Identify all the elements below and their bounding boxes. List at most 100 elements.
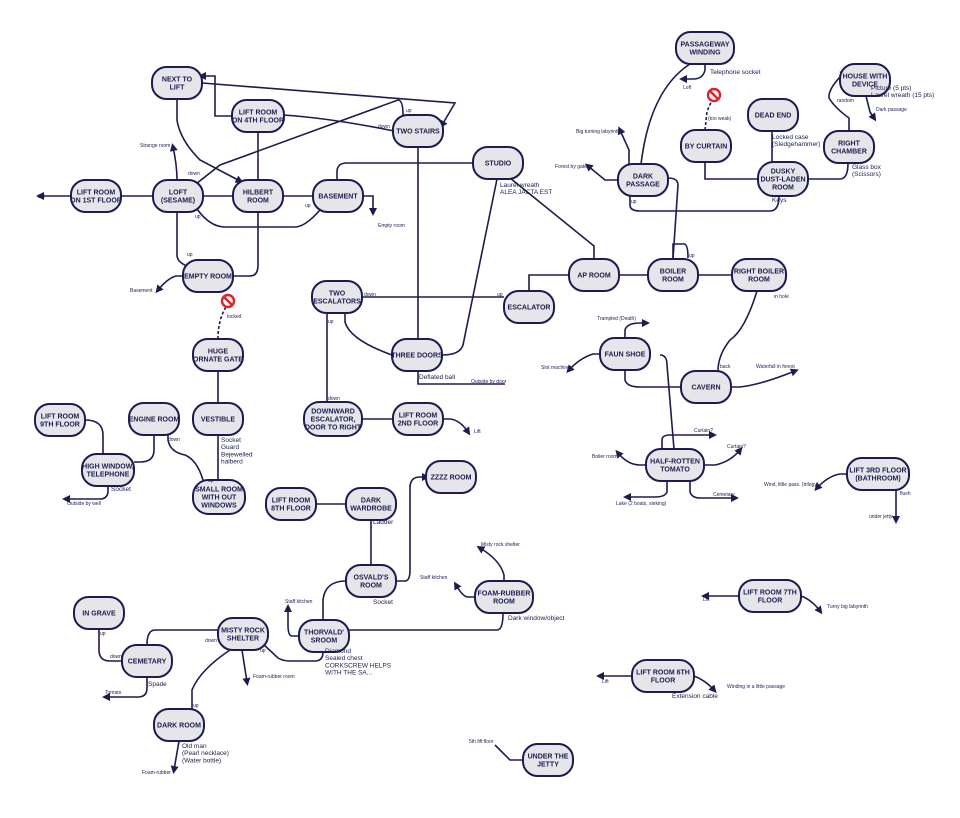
- room-three-doors[interactable]: THREE DOORS: [391, 338, 443, 372]
- annotation-slot: Slot machine: [541, 365, 570, 371]
- connection-line: [322, 580, 347, 620]
- connection-line: [233, 212, 259, 277]
- annotation-forest: Forest by gate: [555, 164, 587, 170]
- room-label: PASSAGEWAY: [680, 42, 729, 49]
- room-basement[interactable]: BASEMENT: [312, 179, 364, 213]
- room-label: HILBERT: [243, 190, 274, 197]
- room-label: SHELTER: [227, 636, 259, 643]
- room-empty-room[interactable]: EMPTY ROOM: [182, 259, 234, 293]
- room-two-stairs[interactable]: TWO STAIRS: [392, 114, 444, 148]
- room-cavern[interactable]: CAVERN: [680, 370, 732, 404]
- annotation-locked: locked: [227, 314, 242, 320]
- annotation-darkpassage: Dark passage: [876, 107, 907, 113]
- connection-line: [196, 208, 321, 228]
- annotation-oldman: (Pearl necklace): [182, 750, 229, 757]
- room-label: FAUN SHOE: [605, 352, 646, 359]
- room-studio[interactable]: STUDIO: [472, 146, 524, 180]
- room-loft[interactable]: LOFT(SESAME): [152, 179, 204, 213]
- room-thorvald[interactable]: THORVALD'SROOM: [298, 619, 350, 653]
- exit-arrow: [155, 275, 183, 294]
- annotation-dp-up: up: [631, 199, 637, 205]
- room-label: PASSAGE: [626, 182, 660, 189]
- room-label: DARK ROOM: [157, 723, 201, 730]
- room-label: MISTY ROCK: [221, 628, 265, 635]
- room-zzzz[interactable]: ZZZZ ROOM: [425, 460, 477, 494]
- exit-arrow: [363, 195, 377, 216]
- annotation-waterfall: Waterfall in forest: [756, 364, 795, 370]
- exit-arrow: [661, 431, 717, 449]
- room-cemetary[interactable]: CEMETARY: [121, 644, 173, 678]
- exit-arrow: [198, 72, 233, 117]
- room-label: ROOM: [247, 198, 269, 205]
- room-osvald[interactable]: OSVALD'SROOM: [345, 564, 397, 598]
- room-label: 2ND FLOOR: [398, 421, 438, 428]
- exit-arrow: [476, 545, 505, 581]
- room-label: ROOM: [772, 185, 794, 192]
- room-dark-room[interactable]: DARK ROOM: [153, 708, 205, 742]
- room-escalator[interactable]: ESCALATOR: [503, 290, 555, 324]
- room-faun[interactable]: FAUN SHOE: [599, 337, 651, 371]
- room-in-grave[interactable]: IN GRAVE: [73, 596, 125, 630]
- annotation-loft-down: down: [188, 171, 200, 177]
- room-label: ESCALATOR,: [311, 417, 356, 424]
- exit-arrow: [241, 649, 251, 686]
- exit-arrow: [443, 418, 471, 436]
- exit-arrow: [201, 82, 457, 129]
- exit-arrow: [453, 581, 475, 598]
- annotation-lift7: Lift: [703, 597, 710, 603]
- room-vestible[interactable]: VESTIBLE: [192, 402, 244, 436]
- annotation-lift6: Lift: [602, 679, 609, 685]
- room-high-window[interactable]: HIGH WINDOW,TELEPHONE: [81, 453, 135, 487]
- connection-line: [261, 642, 324, 662]
- connection-line: [494, 744, 524, 761]
- room-label: DUSKY: [771, 169, 796, 176]
- connection-line: [98, 629, 122, 662]
- room-label: (BATHROOM): [855, 476, 900, 483]
- annotation-wind: Wind, little pass. (trilogy): [764, 482, 819, 488]
- connection-line: [704, 162, 758, 180]
- room-label: HALF-ROTTEN: [650, 459, 700, 466]
- room-label: LIFT: [170, 85, 185, 92]
- annotation-tooweak: (too weak): [708, 116, 732, 122]
- connections: [36, 63, 900, 774]
- room-by-curtain[interactable]: BY CURTAIN: [680, 129, 732, 163]
- annotation-foamrubber: Foam-rubber: [142, 770, 171, 776]
- room-ap-room[interactable]: AP ROOM: [568, 258, 620, 292]
- room-lift3[interactable]: LIFT 3RD FLOOR(BATHROOM): [846, 457, 910, 491]
- room-label: HIGH WINDOW,: [82, 464, 134, 471]
- room-engine[interactable]: ENGINE ROOM: [128, 402, 180, 436]
- connection-line: [672, 243, 689, 259]
- room-label: OSVALD'S: [354, 575, 389, 582]
- room-label: ZZZZ ROOM: [431, 475, 472, 482]
- room-dead-end[interactable]: DEAD END: [747, 98, 799, 132]
- connection-line: [282, 114, 395, 132]
- exit-arrow: [396, 473, 430, 582]
- annotation-engine-down: down: [168, 437, 180, 443]
